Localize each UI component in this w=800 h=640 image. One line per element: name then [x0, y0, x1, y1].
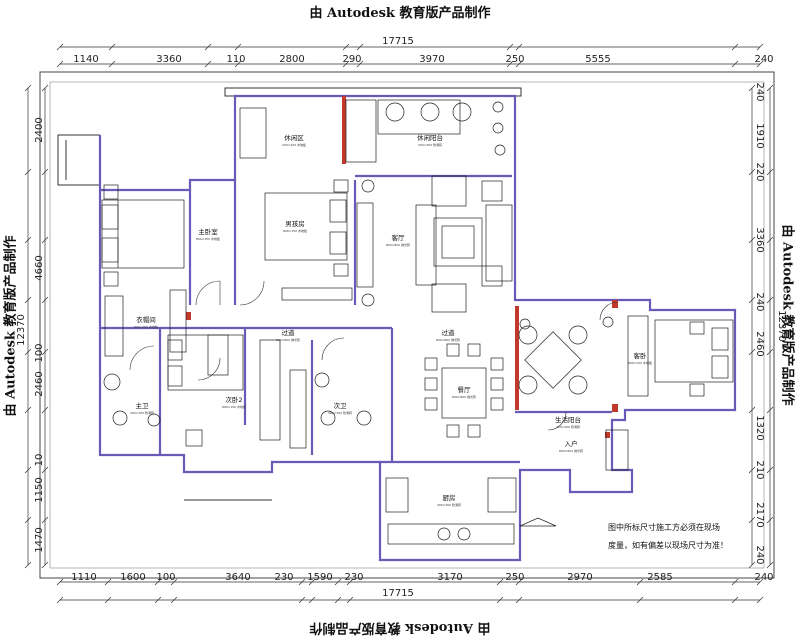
room-name-living-balcony: 生活阳台: [555, 415, 581, 424]
room-spec-dining-room: 800×800 抛光砖: [452, 394, 476, 399]
room-name-dining-room: 餐厅: [458, 385, 472, 394]
top_chain-value: 290: [342, 54, 361, 65]
room-name-guest-room: 客卧: [634, 351, 648, 360]
room-name-master-bath: 主卫: [136, 401, 150, 410]
left_chain-value: 2400: [34, 117, 45, 142]
dimension-ticks: [24, 43, 774, 604]
room-spec-boys-room: 800×150 木地板: [283, 228, 307, 233]
left_chain-value: 4660: [34, 255, 45, 280]
door-swings: [129, 280, 619, 431]
room-spec-guest-room: 800×150 木地板: [628, 360, 652, 365]
right_chain-value: 240: [754, 292, 765, 311]
top_chain-value: 2800: [279, 54, 304, 65]
room-name-living-room: 客厅: [392, 233, 406, 242]
room-spec-living-balcony: 300×300 防滑砖: [556, 424, 580, 429]
bottom_chain-value: 3640: [225, 572, 250, 583]
room-name-leisure-balcony: 休闲阳台: [417, 133, 443, 142]
room-spec-entrance: 800×800 抛光砖: [559, 448, 583, 453]
right_chain-value: 240: [754, 82, 765, 101]
bottom_chain-value: 100: [156, 572, 175, 583]
note-line2: 度量，如有偏差以现场尺寸为准！: [608, 540, 728, 550]
furniture: [101, 99, 734, 545]
walls: [98, 94, 737, 562]
bottom_chain-value: 1600: [120, 572, 145, 583]
bottom_chain-value: 1590: [307, 572, 332, 583]
room-spec-kitchen: 300×300 防滑砖: [437, 502, 461, 507]
right_chain-value: 1910: [754, 123, 765, 148]
right-dimension-chain: 240 1910 220 3360 240 2460 1320 210 2170 240: [754, 82, 765, 564]
room-spec-corridor-left: 800×800 抛光砖: [276, 337, 300, 342]
room-name-entrance: 入户: [565, 439, 578, 448]
room-name-kitchen: 厨房: [443, 493, 456, 502]
room-spec-master-bath: 300×300 防滑砖: [130, 410, 154, 415]
note-line1: 图中所标尺寸施工方必须在现场: [608, 522, 720, 532]
left_chain-value: 2460: [34, 371, 45, 396]
room-name-second-bedroom: 次卧2: [225, 395, 242, 404]
room-spec-second-bath: 300×300 防滑砖: [328, 410, 352, 415]
room-spec-cloakroom: 800×150 木地板: [134, 324, 158, 329]
door-jambs: [186, 96, 618, 438]
right_chain-value: 1320: [754, 415, 765, 440]
top_chain-value: 240: [754, 54, 773, 65]
top_chain-value: 250: [505, 54, 524, 65]
top_chain-value: 1140: [73, 54, 98, 65]
top_chain-value: 5555: [585, 54, 610, 65]
left_chain-value: 1150: [34, 477, 45, 502]
overall-width-top: 17715: [382, 36, 414, 47]
room-name-cloakroom: 衣帽间: [136, 315, 156, 324]
bottom_chain-value: 250: [505, 572, 524, 583]
right_chain-value: 210: [754, 460, 765, 479]
balcony-outlines: [57, 87, 522, 501]
top_chain-value: 110: [226, 54, 245, 65]
room-name-master-bedroom: 主卧室: [198, 227, 218, 236]
room-spec-leisure-balcony: 300×300 防滑砖: [418, 142, 442, 147]
right_chain-value: 240: [754, 545, 765, 564]
left_chain-value: 1470: [34, 527, 45, 552]
right_chain-value: 220: [754, 162, 765, 181]
bottom-dimension-chain: 1110 1600 100 3640 230 1590 230 3170 250 2970 2585…: [71, 572, 773, 583]
room-spec-master-bedroom: 800×150 木地板: [196, 236, 220, 241]
left_chain-value: 10: [34, 454, 45, 467]
room-name-corridor-left: 过道: [282, 328, 296, 337]
room-spec-living-room: 800×800 抛光砖: [386, 242, 410, 247]
dimension-lines: [27, 46, 771, 601]
top-dimension-chain: 1140 3360 110 2800 290 3970 250 5555 240: [73, 54, 773, 65]
room-name-second-bath: 次卫: [334, 401, 348, 410]
left_chain-value: 100: [34, 343, 45, 362]
bottom_chain-value: 2585: [647, 572, 672, 583]
room-spec-leisure-room: 200×320 木地板: [282, 142, 306, 147]
top_chain-value: 3970: [419, 54, 444, 65]
room-name-corridor-right: 过道: [442, 328, 456, 337]
room-name-leisure-room: 休闲区: [284, 133, 304, 142]
drawing-frame: [39, 71, 775, 579]
bottom_chain-value: 240: [754, 572, 773, 583]
right_chain-value: 3360: [754, 227, 765, 252]
bottom_chain-value: 230: [344, 572, 363, 583]
room-name-boys-room: 男孩房: [285, 219, 305, 228]
drawing-inner-frame: [49, 81, 765, 569]
bottom_chain-value: 3170: [437, 572, 462, 583]
right_chain-value: 2170: [754, 502, 765, 527]
overall-height-left: 12370: [16, 314, 27, 346]
bottom_chain-value: 2970: [567, 572, 592, 583]
top_chain-value: 3360: [156, 54, 181, 65]
watermark-top: 由 Autodesk 教育版产品制作: [309, 6, 491, 21]
room-spec-corridor-right: 800×800 抛光砖: [436, 337, 460, 342]
bottom_chain-value: 1110: [71, 572, 96, 583]
bottom_chain-value: 230: [274, 572, 293, 583]
right_chain-value: 2460: [754, 331, 765, 356]
overall-width-bottom: 17715: [382, 588, 414, 599]
overall-height-right: 12370: [776, 310, 787, 342]
room-spec-second-bedroom: 800×150 木地板: [222, 404, 246, 409]
left-dimension-chain: 2400 4660 100 2460 10 1150 1470: [34, 117, 45, 552]
